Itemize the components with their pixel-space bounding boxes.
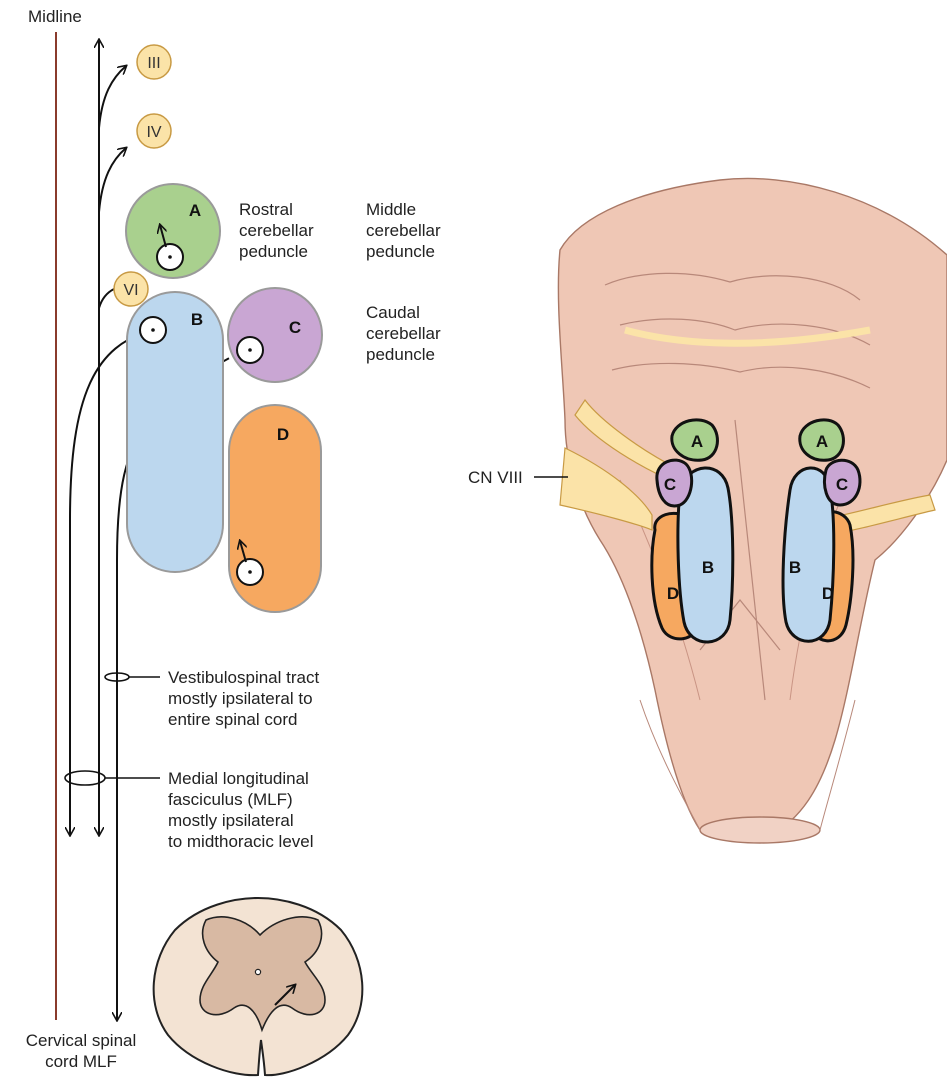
nucleus-d-label: D bbox=[277, 425, 289, 444]
nucleus-b: B bbox=[127, 292, 223, 572]
right-d-label: D bbox=[822, 584, 834, 603]
nucleus-a: A bbox=[126, 184, 220, 278]
midline-label: Midline bbox=[28, 6, 82, 27]
cervical-mlf-label: Cervical spinal cord MLF bbox=[6, 1030, 156, 1072]
left-d-label: D bbox=[667, 584, 679, 603]
caudal-peduncle-label: Caudal cerebellar peduncle bbox=[366, 302, 441, 365]
cn3-nucleus: III bbox=[137, 45, 171, 79]
left-b-label: B bbox=[702, 558, 714, 577]
nucleus-b-label: B bbox=[191, 310, 203, 329]
right-b-label: B bbox=[789, 558, 801, 577]
mlf-label: Medial longitudinal fasciculus (MLF) mos… bbox=[168, 768, 314, 852]
right-a-label: A bbox=[816, 432, 828, 451]
spinal-cord-section bbox=[154, 898, 363, 1075]
vestibulospinal-label: Vestibulospinal tract mostly ipsilateral… bbox=[168, 667, 319, 730]
right-c-label: C bbox=[836, 475, 848, 494]
cn4-label: IV bbox=[146, 124, 161, 141]
cn8-label: CN VIII bbox=[468, 467, 523, 488]
mlf-marker bbox=[65, 771, 160, 785]
nucleus-c-label: C bbox=[289, 318, 301, 337]
cn6-nucleus: VI bbox=[114, 272, 148, 306]
middle-peduncle-label: Middle cerebellar peduncle bbox=[366, 199, 441, 262]
left-c-label: C bbox=[664, 475, 676, 494]
cn6-label: VI bbox=[123, 282, 138, 299]
cn3-label: III bbox=[147, 55, 160, 72]
left-a-label: A bbox=[691, 432, 703, 451]
nucleus-d: D bbox=[229, 405, 321, 612]
cn4-nucleus: IV bbox=[137, 114, 171, 148]
vestibulospinal-marker bbox=[105, 673, 160, 681]
nucleus-a-label: A bbox=[189, 201, 201, 220]
nucleus-c: C bbox=[228, 288, 322, 382]
rostral-peduncle-label: Rostral cerebellar peduncle bbox=[239, 199, 314, 262]
